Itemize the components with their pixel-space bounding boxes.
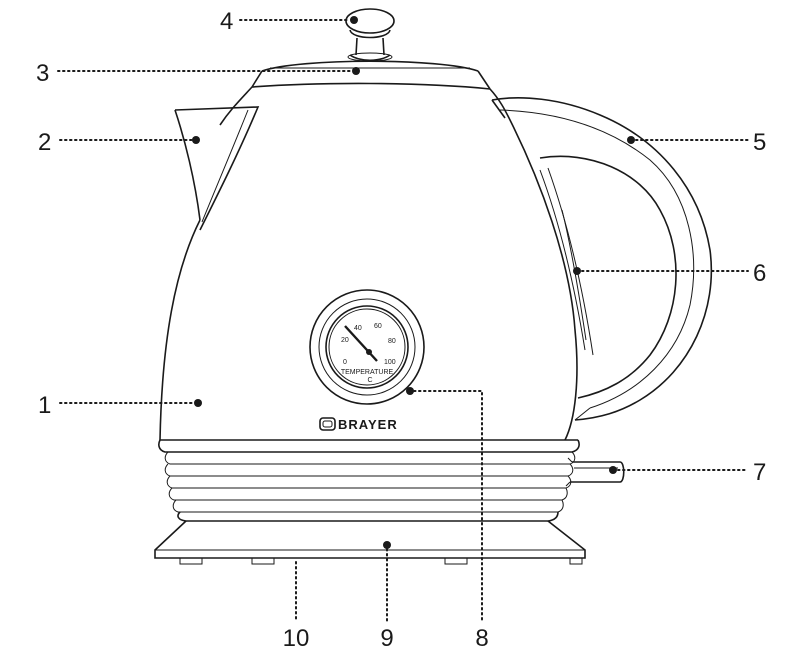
spout — [174, 106, 260, 231]
gauge-scale-40: 40 — [354, 325, 362, 332]
callout-leaders — [57, 16, 749, 623]
lid — [251, 60, 491, 90]
gauge-scale-100: 100 — [384, 359, 396, 366]
thermometer: 0 20 40 60 80 100 TEMPERATURE C — [309, 289, 425, 405]
callout-4: 4 — [220, 8, 233, 35]
callout-3: 3 — [36, 60, 49, 87]
callout-8: 8 — [475, 625, 488, 652]
gauge-unit: C — [367, 377, 372, 384]
callout-6: 6 — [753, 260, 766, 287]
gauge-scale-80: 80 — [388, 338, 396, 345]
callout-5: 5 — [753, 129, 766, 156]
water-level-window — [539, 167, 594, 356]
gauge-scale-0: 0 — [343, 359, 347, 366]
kettle-body — [159, 86, 578, 441]
callout-numbers: 1 2 3 4 5 6 7 8 9 10 — [36, 8, 766, 652]
callout-2: 2 — [38, 129, 51, 156]
callout-1: 1 — [38, 392, 51, 419]
callout-10: 10 — [283, 625, 310, 652]
brand-logo: BRAYER — [319, 417, 398, 432]
ribbed-band — [158, 439, 580, 522]
callout-7: 7 — [753, 459, 766, 486]
gauge-scale-60: 60 — [374, 323, 382, 330]
callout-9: 9 — [380, 625, 393, 652]
power-base — [154, 520, 586, 565]
gauge-scale-20: 20 — [341, 337, 349, 344]
handle — [491, 97, 713, 421]
gauge-caption: TEMPERATURE — [341, 369, 394, 376]
brand-name: BRAYER — [338, 417, 398, 432]
